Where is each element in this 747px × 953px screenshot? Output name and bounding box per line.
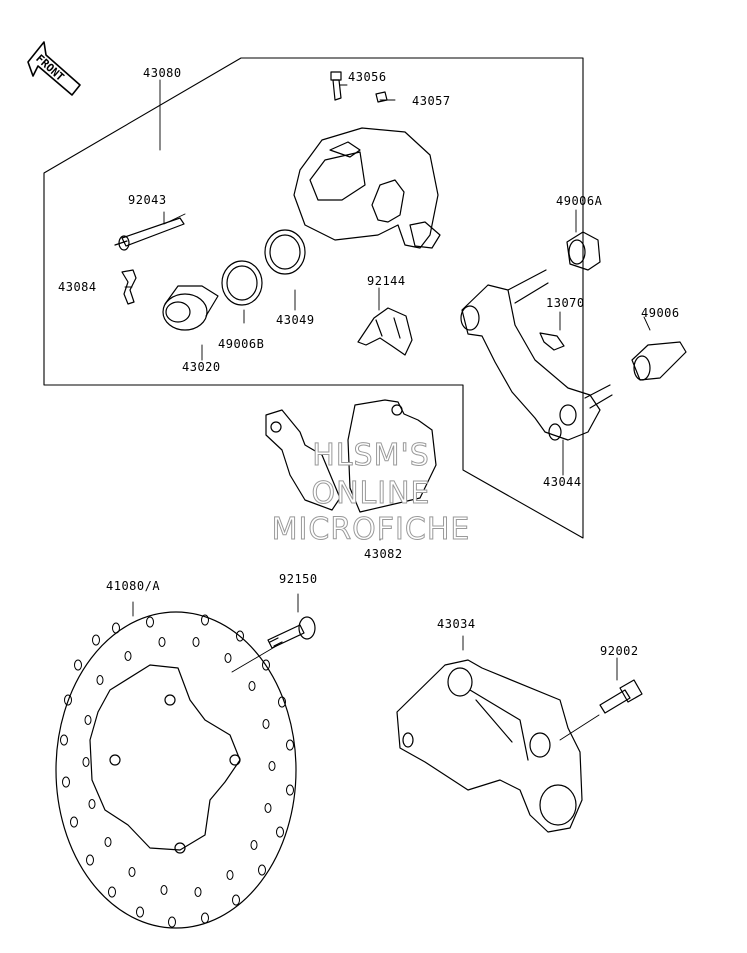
brake-pads	[265, 399, 437, 513]
caliper-bracket	[460, 269, 613, 441]
watermark-line-1: HLSM'S	[312, 438, 430, 473]
part-label-43049: 43049	[276, 313, 315, 327]
boot-49006	[631, 341, 687, 381]
leader-lines	[124, 79, 651, 741]
disc-holes	[60, 614, 294, 928]
watermark-line-2: ONLINE	[311, 476, 431, 511]
part-label-43084: 43084	[58, 280, 97, 294]
brake-disc	[55, 611, 297, 929]
boot-49006A	[566, 231, 601, 271]
part-label-43020: 43020	[182, 360, 221, 374]
front-arrow-icon	[27, 41, 81, 96]
assembly-outline	[43, 57, 584, 539]
caliper-mount-bracket	[396, 659, 583, 833]
pad-spring	[357, 307, 413, 356]
caliper-body	[293, 127, 441, 249]
pad-clip	[539, 332, 565, 351]
part-label-92150: 92150	[279, 572, 318, 586]
part-label-41080A: 41080/A	[106, 579, 161, 593]
bleeder-valve	[330, 71, 342, 101]
part-label-49006: 49006	[641, 306, 680, 320]
part-label-49006B: 49006B	[218, 337, 265, 351]
part-label-49006A: 49006A	[556, 194, 603, 208]
part-label-43034: 43034	[437, 617, 476, 631]
disc-bolt	[267, 616, 316, 649]
part-label-13070: 13070	[546, 296, 585, 310]
part-label-43080: 43080	[143, 66, 182, 80]
slide-pin	[114, 217, 185, 251]
part-label-43057: 43057	[412, 94, 451, 108]
mount-bolt	[599, 679, 643, 714]
retaining-clip	[121, 269, 137, 305]
part-label-92002: 92002	[600, 644, 639, 658]
part-label-43044: 43044	[543, 475, 582, 489]
bleeder-cap	[375, 91, 388, 103]
part-label-43082: 43082	[364, 547, 403, 561]
part-label-43056: 43056	[348, 70, 387, 84]
part-label-92043: 92043	[128, 193, 167, 207]
piston	[162, 285, 219, 331]
dust-seal-43049	[264, 229, 306, 275]
piston-seal-49006B	[221, 260, 263, 306]
part-label-92144: 92144	[367, 274, 406, 288]
watermark-line-3: MICROFICHE	[271, 512, 471, 547]
